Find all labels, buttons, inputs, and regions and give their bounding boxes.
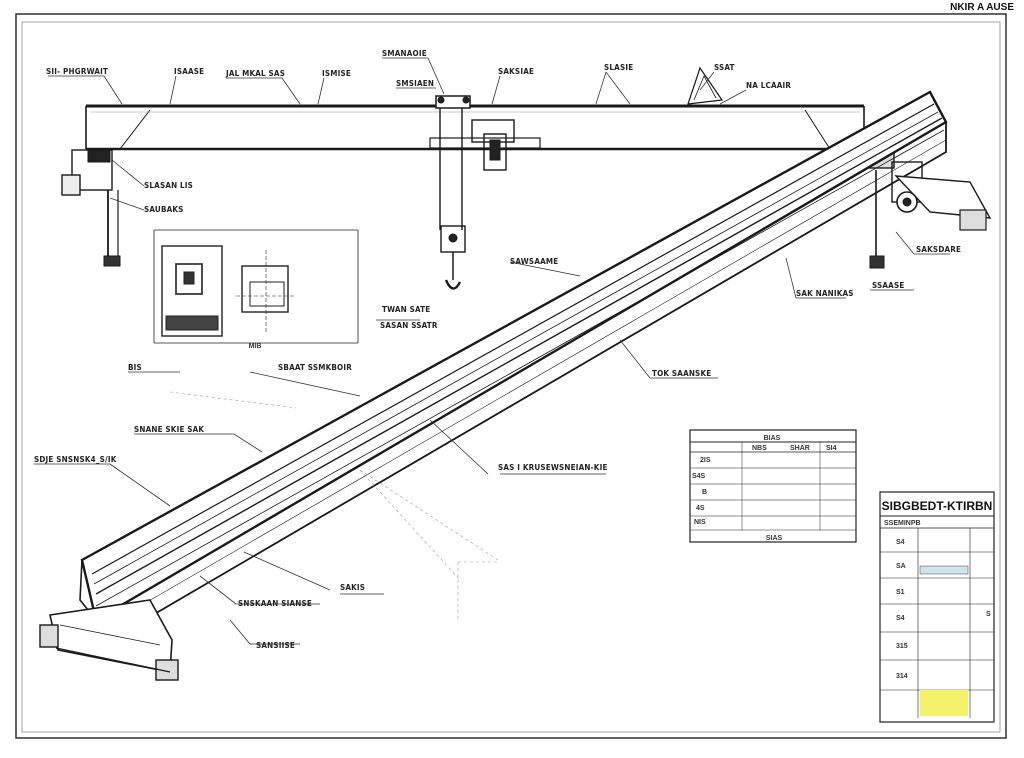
- label-mid-right-4: TOK SAANSKE: [652, 369, 711, 378]
- sheet-frame: [15, 13, 1007, 739]
- label-center-1: SAS I KRUSEWSNEIAN-KIE: [498, 463, 608, 472]
- schedule-header: BIAS: [764, 435, 781, 442]
- title-block-title: SIBGBEDT-KTIRBN: [882, 499, 993, 513]
- schedule-col-3: SI4: [826, 445, 837, 452]
- schedule-footer: SIAS: [766, 535, 783, 542]
- title-block-row-1: S4: [896, 539, 905, 546]
- callout-labels: SII- PHGRWAIT ISAASE JAL MKAL SAS ISMISE…: [34, 49, 961, 650]
- schedule-row-3: B: [702, 489, 707, 496]
- label-detail-5: SBAAT SSMKBOIR: [278, 363, 352, 372]
- title-block-row-3: S1: [896, 589, 905, 596]
- title-block-side-mark: S: [986, 611, 991, 618]
- label-top-right-3: NA LCAAIR: [746, 81, 791, 90]
- title-block-row-5: 315: [896, 643, 908, 650]
- detail-caption: MIB: [249, 343, 262, 350]
- label-left-leg-1: SLASAN LIS: [144, 181, 193, 190]
- section-detail-box: [153, 229, 359, 344]
- diagonal-runway-girder: [39, 90, 992, 681]
- title-block-row-2: SA: [896, 563, 906, 570]
- corner-title: NKIR A AUSE: [950, 2, 1014, 13]
- label-top-right-1: SLASIE: [604, 63, 633, 72]
- title-block-row-6: 314: [896, 673, 908, 680]
- title-block-highlight: [920, 690, 968, 716]
- title-block-row-4: S4: [896, 615, 905, 622]
- label-left-leg-2: SAUBAKS: [144, 205, 184, 214]
- leader-lines: [34, 57, 950, 645]
- label-mid-right-2: SSAASE: [872, 281, 904, 290]
- label-bottom-1: SAKIS: [340, 583, 365, 592]
- label-detail-1: SAWSAAME: [510, 257, 558, 266]
- label-top-center-1: SMANAOIE: [382, 49, 427, 58]
- schedule-row-1: 2IS: [700, 457, 711, 464]
- schedule-row-2: S4S: [692, 473, 706, 480]
- label-bottom-3: SANSIISE: [256, 641, 295, 650]
- label-left-mid-2: SDJE SNSNSK4_S/IK: [34, 455, 117, 464]
- title-block: [879, 491, 995, 723]
- schedule-col-2: SHAR: [790, 445, 810, 452]
- label-top-center-3: SAKSIAE: [498, 67, 534, 76]
- label-top-left-4: ISMISE: [322, 69, 351, 78]
- label-top-center-2: SMSIAEN: [396, 79, 434, 88]
- schedule-row-5: NIS: [694, 519, 706, 526]
- label-mid-right-3: SAKSDARE: [916, 245, 961, 254]
- label-detail-3: SASAN SSATR: [380, 321, 438, 330]
- label-left-mid-1: SNANE SKIE SAK: [134, 425, 204, 434]
- title-block-subtitle: SSEMINPB: [884, 520, 921, 527]
- label-bottom-2: SNSKAAN SIANSE: [238, 599, 312, 608]
- label-top-left-3: JAL MKAL SAS: [225, 69, 285, 78]
- schedule-table: [689, 429, 857, 543]
- schedule-col-1: NBS: [752, 445, 767, 452]
- label-detail-2: TWAN SATE: [382, 305, 430, 314]
- label-mid-right-1: SAK NANIKAS: [796, 289, 854, 298]
- label-top-left-1: SII- PHGRWAIT: [46, 67, 108, 76]
- schedule-row-4: 4S: [696, 505, 705, 512]
- label-top-right-2: SSAT: [714, 63, 735, 72]
- label-top-left-2: ISAASE: [174, 67, 204, 76]
- label-detail-4: BIS: [128, 363, 142, 372]
